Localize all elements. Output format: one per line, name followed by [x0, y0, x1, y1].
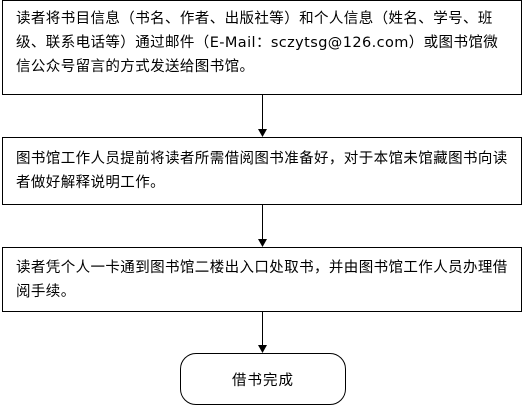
arrow-2-head	[258, 239, 267, 247]
end-label: 借书完成	[232, 372, 294, 389]
step-2-box: 图书馆工作人员提前将读者所需借阅图书准备好，对于本馆未馆藏图书向读者做好解释说明…	[2, 137, 522, 205]
step-3-box: 读者凭个人一卡通到图书馆二楼出入口处取书，并由图书馆工作人员办理借阅手续。	[2, 247, 522, 312]
step-1-box: 读者将书目信息（书名、作者、出版社等）和个人信息（姓名、学号、班级、联系电话等）…	[2, 0, 522, 95]
arrow-3-head	[258, 345, 267, 353]
end-terminal: 借书完成	[180, 353, 346, 405]
step-1-text: 读者将书目信息（书名、作者、出版社等）和个人信息（姓名、学号、班级、联系电话等）…	[16, 11, 499, 75]
arrow-1-head	[258, 129, 267, 137]
step-2-text: 图书馆工作人员提前将读者所需借阅图书准备好，对于本馆未馆藏图书向读者做好解释说明…	[16, 151, 508, 191]
step-3-text: 读者凭个人一卡通到图书馆二楼出入口处取书，并由图书馆工作人员办理借阅手续。	[16, 260, 508, 300]
